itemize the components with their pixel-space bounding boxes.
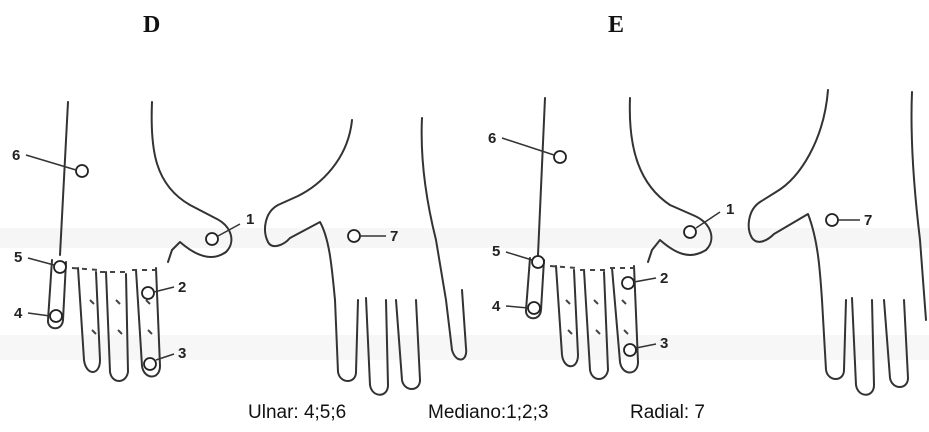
point-1: [206, 233, 218, 245]
point-label-3: 3: [660, 335, 668, 352]
point-7: [826, 214, 838, 226]
legend-ulnar: Ulnar: 4;5;6: [248, 402, 346, 424]
point-label-7: 7: [864, 212, 872, 229]
point-3: [624, 344, 636, 356]
point-label-2: 2: [660, 270, 668, 287]
point-3: [144, 358, 156, 370]
point-4: [50, 310, 62, 322]
hands-diagram: 6 1 5 2 4 3 7: [0, 0, 929, 400]
point-4: [528, 302, 540, 314]
point-label-5: 5: [14, 249, 22, 266]
point-label-6: 6: [488, 130, 496, 147]
point-5: [54, 261, 66, 273]
point-label-2: 2: [178, 279, 186, 296]
point-6: [554, 151, 566, 163]
point-label-4: 4: [14, 305, 23, 322]
scan-smudge: [0, 228, 929, 248]
legend-radial: Radial: 7: [630, 402, 705, 424]
legend-mediano: Mediano:1;2;3: [428, 402, 548, 424]
point-label-6: 6: [12, 147, 20, 164]
point-2: [142, 287, 154, 299]
point-label-7: 7: [390, 228, 398, 245]
point-7: [348, 230, 360, 242]
point-2: [622, 277, 634, 289]
point-label-3: 3: [178, 345, 186, 362]
point-label-4: 4: [492, 298, 501, 315]
point-6: [76, 165, 88, 177]
point-label-1: 1: [246, 211, 254, 228]
point-5: [532, 256, 544, 268]
point-1: [684, 226, 696, 238]
point-label-1: 1: [726, 201, 734, 218]
point-label-5: 5: [492, 243, 500, 260]
